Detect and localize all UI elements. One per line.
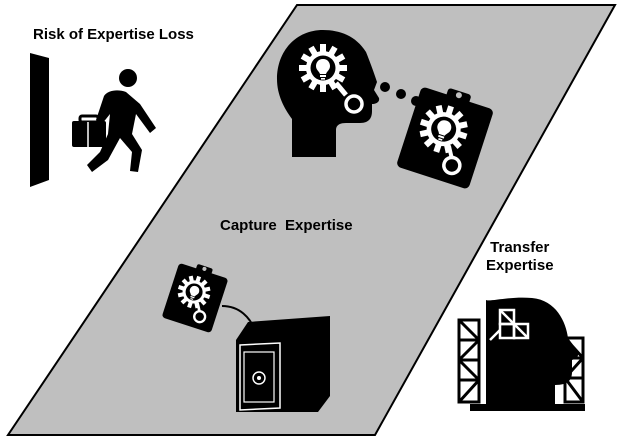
capture-expertise-label: Capture Expertise <box>220 217 353 235</box>
small-clipboard-icon <box>162 263 228 333</box>
risk-of-expertise-loss-label: Risk of Expertise Loss <box>33 26 194 43</box>
transfer-expertise-label: Transfer Expertise <box>486 239 554 275</box>
head-with-lightbulb-gear-icon <box>277 30 380 157</box>
safe-icon <box>236 316 330 412</box>
head-with-scaffolding-icon <box>457 297 585 411</box>
walking-man-with-briefcase-icon <box>72 69 156 172</box>
capture-expertise-text: Capture Expertise <box>220 217 353 234</box>
clipboard-lightbulb-gear-icon <box>397 87 493 189</box>
transfer-label-line1: Transfer <box>490 239 550 256</box>
transfer-label-line2: Expertise <box>486 257 554 274</box>
door-icon <box>30 53 49 187</box>
